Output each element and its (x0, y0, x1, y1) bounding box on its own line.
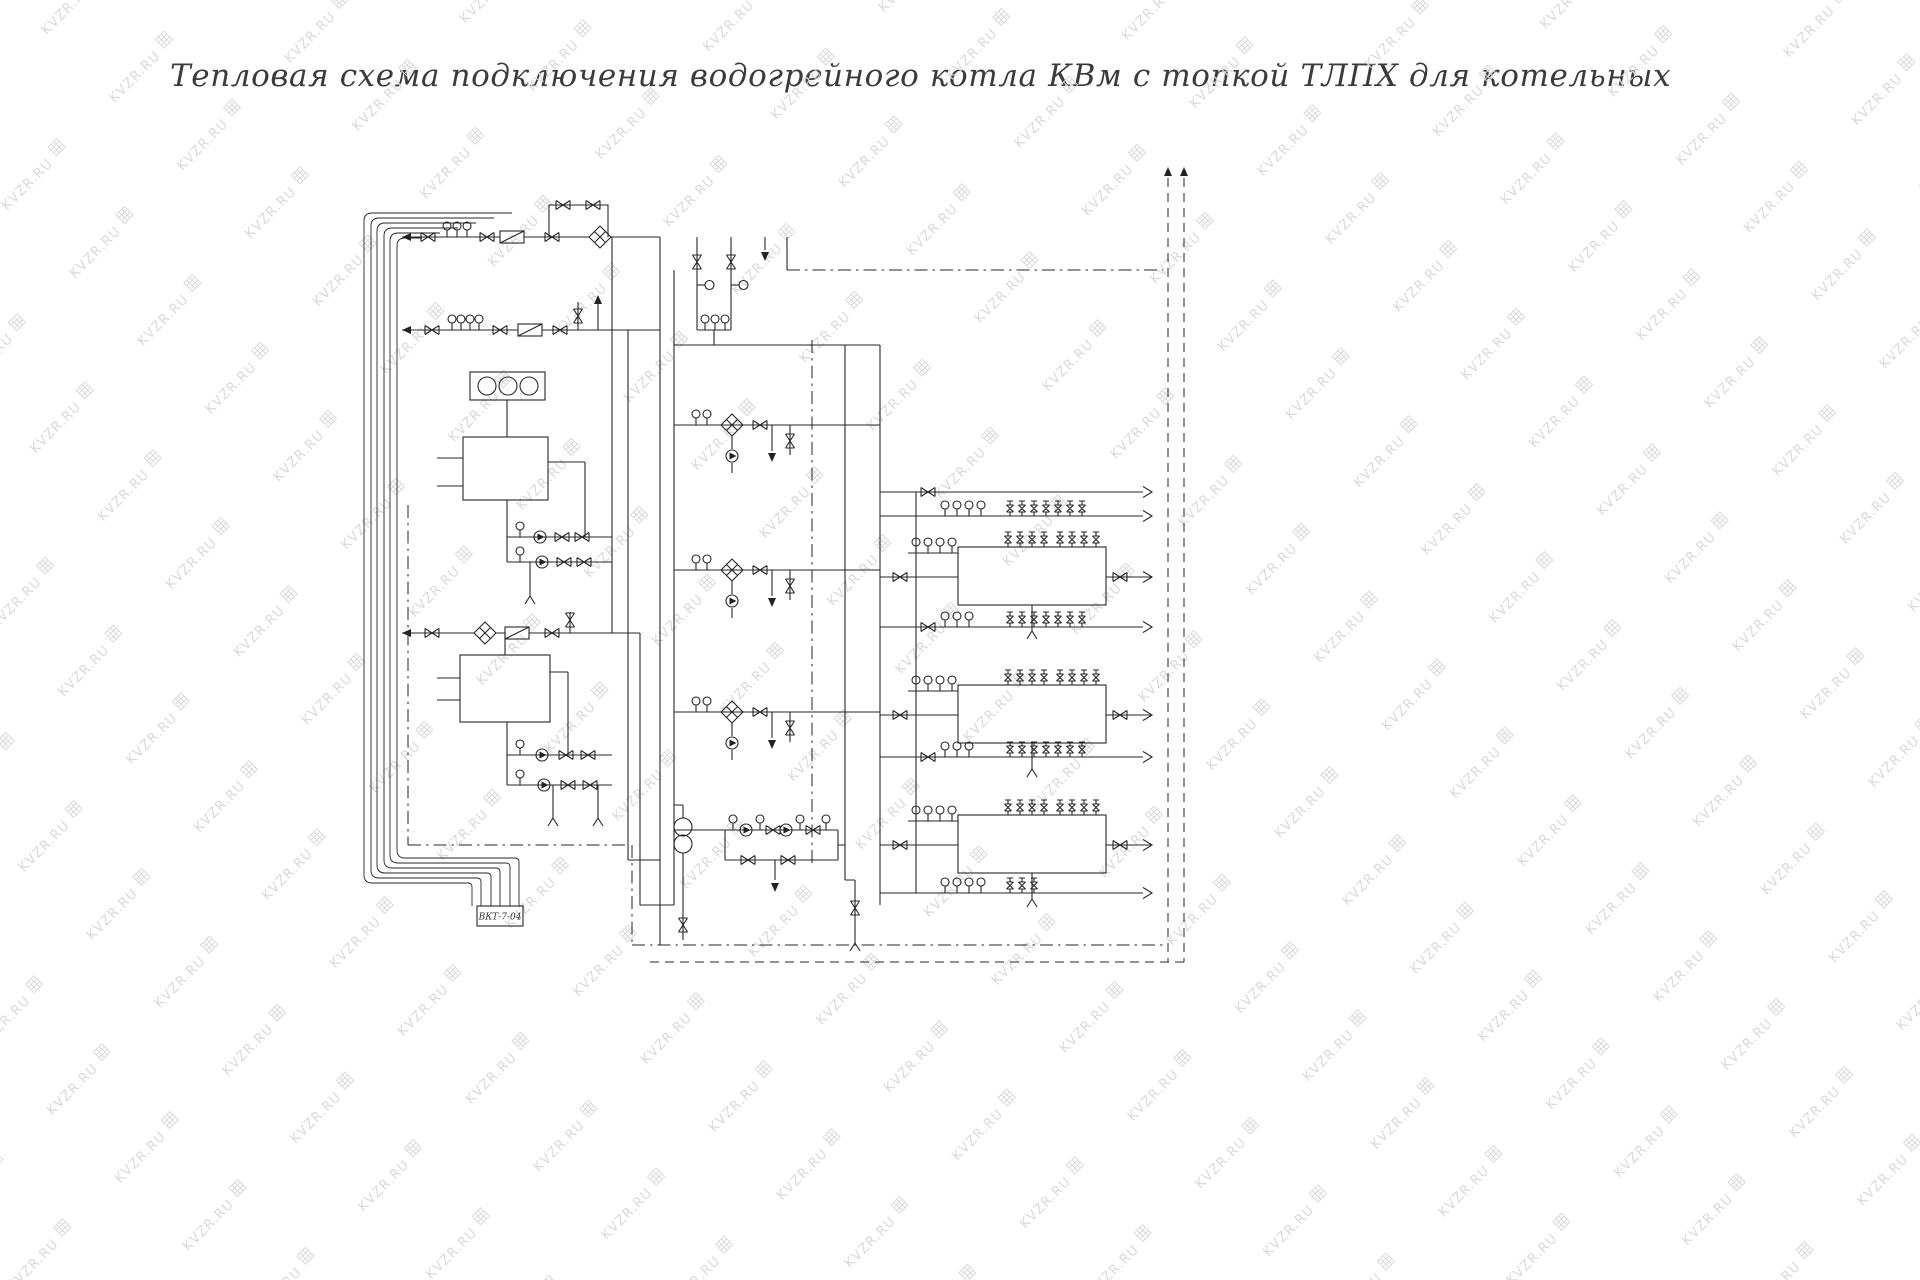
dashdot-lines (407, 269, 1168, 946)
left-headers (401, 199, 674, 906)
control-cable-bundle (363, 212, 520, 906)
boiler-unit-1 (437, 371, 612, 605)
expansion-tank (673, 834, 693, 854)
piping-network: ВКТ-7-04 (363, 166, 1189, 963)
boiler-unit-2 (437, 633, 612, 827)
expansion-tank (673, 817, 693, 837)
burner-icon (498, 376, 518, 396)
makeup-pump-cluster (673, 804, 861, 952)
boiler-1 (462, 436, 549, 501)
controller-box (476, 905, 524, 927)
controller-vkt: ВКТ-7-04 (476, 905, 524, 927)
central-risers (659, 237, 881, 945)
burner-icon (477, 376, 497, 396)
distribution-headers (880, 485, 1153, 900)
controller-label: ВКТ-7-04 (478, 913, 522, 923)
burner-icon (519, 376, 539, 396)
dashed-risers (650, 178, 1185, 963)
